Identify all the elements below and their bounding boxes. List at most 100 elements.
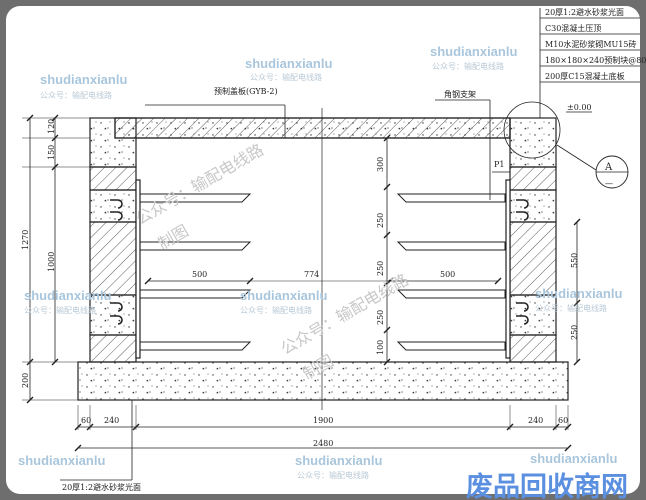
anchor-bolt	[110, 199, 123, 209]
p1-label: P1	[494, 160, 504, 169]
dim-774: 774	[304, 270, 319, 279]
dimension-tick	[383, 326, 391, 334]
watermarks: shudianxianlu 公众号：输配电线路 shudianxianlu 公众…	[18, 44, 622, 480]
site-logo: 废品回收商网	[466, 471, 628, 500]
watermark-account: 公众号：输配电线路	[24, 305, 96, 315]
dimension-tick	[26, 114, 34, 122]
watermark-diagonal: 制图	[155, 221, 192, 253]
dim-250: 250	[376, 310, 385, 325]
dimension-tick	[383, 231, 391, 239]
bracket-arm-right	[396, 289, 506, 299]
anchor-bolt	[516, 315, 529, 325]
dimension-tick	[383, 358, 391, 366]
dimension-tick	[383, 134, 391, 142]
watermark-diagonal: 制图	[300, 351, 337, 383]
dimension-tick	[51, 163, 59, 171]
watermark-brand: shudianxianlu	[24, 288, 111, 303]
elevation-label: ±0.00	[567, 103, 592, 112]
bottom-note: 20厚1:2避水砂浆光面	[62, 482, 141, 492]
dimension-tick	[383, 183, 391, 191]
dimension-tick	[51, 358, 59, 366]
note-3: M10水泥砂浆砌MU15砖	[545, 39, 636, 49]
cover-label: 预制盖板(GYB-2)	[214, 86, 278, 96]
dimension-tick	[573, 358, 581, 366]
dimension-tick	[573, 218, 581, 226]
dim-60: 60	[558, 416, 568, 425]
wall-block-right	[509, 334, 557, 363]
dim-550: 550	[570, 253, 579, 268]
dim-240: 240	[104, 416, 119, 425]
dim-100: 100	[376, 340, 385, 355]
note-4: 180×180×240预制块@800	[545, 55, 646, 65]
bracket-arm-right	[396, 341, 506, 351]
wall-block-right	[509, 294, 557, 336]
dim-500-right: 500	[440, 270, 455, 279]
bracket-arm-right	[396, 193, 506, 203]
detail-callout-circle	[503, 101, 561, 159]
bracket-post-left	[135, 179, 141, 359]
base-slab	[77, 361, 569, 401]
dim-250: 250	[376, 213, 385, 228]
watermark-brand: shudianxianlu	[535, 286, 622, 301]
watermark-brand: shudianxianlu	[18, 453, 105, 468]
right-dims: 300 250 250 250 100 550 250	[376, 157, 579, 355]
note-1: 20厚1:2避水砂浆光面	[545, 7, 624, 17]
note-5: 200厚C15混凝土底板	[545, 71, 625, 81]
watermark-account: 公众号：输配电线路	[432, 61, 504, 71]
dim-150: 150	[47, 145, 56, 160]
note-2: C30混凝土压顶	[545, 23, 601, 33]
watermark-brand: shudianxianlu	[245, 56, 332, 71]
left-dims: 1270 120 150 1000 200	[21, 119, 56, 388]
wall-block-right	[509, 221, 557, 296]
dimension-tick	[51, 114, 59, 122]
wall-cap-right	[509, 117, 557, 168]
dim-250-right: 250	[570, 325, 579, 340]
watermark-brand: shudianxianlu	[240, 288, 327, 303]
legend-notes: 20厚1:2避水砂浆光面 C30混凝土压顶 M10水泥砂浆砌MU15砖 180×…	[545, 7, 646, 81]
dim-300: 300	[376, 157, 385, 172]
dimension-tick	[144, 277, 152, 285]
bracket-arm-right	[396, 241, 506, 251]
anchor-bolt	[110, 211, 123, 221]
detail-label: A	[604, 162, 613, 173]
watermark-diagonal: 公众号：输配电线路	[133, 140, 267, 228]
bottom-dims: 60 240 1900 240 60 2480	[81, 416, 568, 448]
dim-250: 250	[376, 261, 385, 276]
dim-1270: 1270	[21, 230, 30, 250]
dim-1900: 1900	[313, 416, 333, 425]
watermark-brand: shudianxianlu	[295, 453, 382, 468]
watermark-account: 公众号：输配电线路	[297, 470, 369, 480]
dimension-tick	[494, 277, 502, 285]
dimension-tick	[564, 444, 572, 452]
detail-leader	[556, 144, 597, 171]
dim-1000: 1000	[47, 252, 56, 272]
anchor-bolt	[516, 199, 529, 209]
dimension-tick	[51, 134, 59, 142]
wall-block-left	[89, 221, 137, 296]
dim-2480: 2480	[313, 439, 333, 448]
bracket-post-right	[505, 179, 511, 359]
watermark-account: 公众号：输配电线路	[250, 72, 322, 82]
anchor-bolt	[516, 211, 529, 221]
watermark-account: 公众号：输配电线路	[535, 303, 607, 313]
dim-240: 240	[528, 416, 543, 425]
bracket-label: 角钢支架	[444, 89, 476, 99]
dimension-tick	[74, 444, 82, 452]
watermark-brand: shudianxianlu	[430, 44, 517, 59]
dimension-tick	[573, 299, 581, 307]
anchor-bolt	[110, 315, 123, 325]
dim-200: 200	[21, 373, 30, 388]
watermark-account: 公众号：输配电线路	[40, 90, 112, 100]
wall-block-left	[89, 334, 137, 363]
dim-500-left: 500	[192, 270, 207, 279]
watermark-brand: shudianxianlu	[40, 72, 127, 87]
watermark-brand: shudianxianlu	[530, 451, 617, 466]
dim-60: 60	[81, 416, 91, 425]
anchor-bolt	[110, 302, 123, 312]
dim-120: 120	[47, 119, 56, 134]
dimension-tick	[26, 358, 34, 366]
detail-sub: —	[605, 179, 613, 188]
anchor-bolt	[516, 302, 529, 312]
